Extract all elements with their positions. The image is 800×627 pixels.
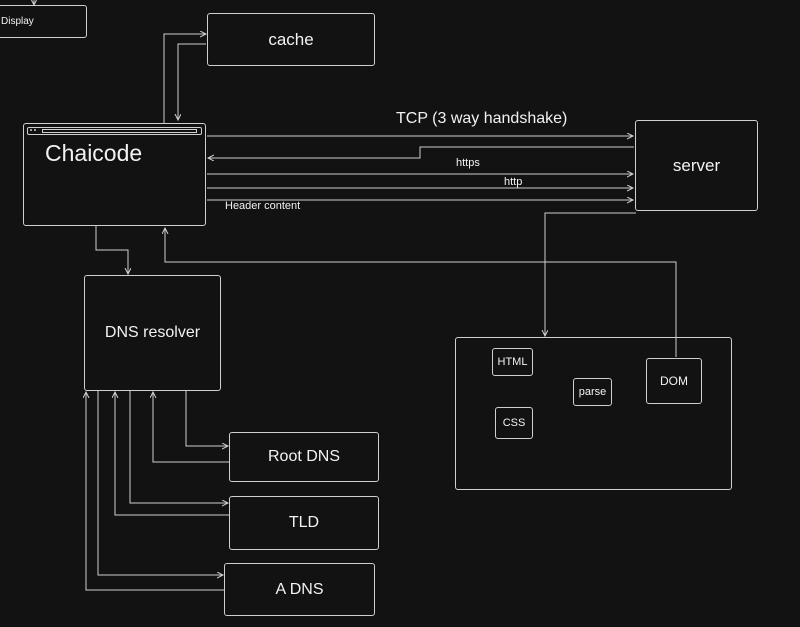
a-dns-label: A DNS [275, 580, 324, 598]
server-response-edge [208, 146, 634, 158]
cache-node: cache [207, 13, 375, 66]
tld-label: TLD [288, 514, 320, 531]
browser-to-dns-edge [95, 226, 128, 274]
render-container: HTML CSS parse DOM [455, 337, 732, 490]
css-label: CSS [502, 417, 526, 429]
parse-node: parse [573, 378, 612, 406]
root-dns-label: Root DNS [267, 448, 341, 465]
browser-titlebar [27, 127, 202, 135]
display-label: Display [1, 16, 34, 27]
window-dot-icon [34, 129, 36, 131]
tcp-edge-label: TCP (3 way handshake) [396, 110, 568, 127]
css-node: CSS [495, 407, 533, 439]
tld-to-dns-edge [115, 392, 230, 516]
a-dns-node: A DNS [224, 563, 375, 616]
server-label: server [672, 155, 721, 175]
dns-resolver-label: DNS resolver [104, 324, 201, 341]
dom-node: DOM [646, 358, 702, 404]
display-node: Display [0, 5, 87, 38]
browser-label: Chaicode [45, 140, 143, 166]
adns-to-dns-edge [86, 392, 225, 591]
dns-to-adns-edge [97, 391, 223, 575]
cache-to-browser-edge [178, 43, 206, 120]
server-to-render-edge [545, 212, 636, 336]
tld-node: TLD [229, 496, 379, 550]
root-to-dns-edge [153, 392, 230, 463]
browser-node: Chaicode [23, 123, 206, 226]
cache-label: cache [268, 29, 314, 49]
parse-label: parse [578, 386, 607, 398]
dom-to-browser-edge [165, 228, 677, 357]
dom-label: DOM [660, 374, 688, 388]
dns-to-root-edge [185, 391, 228, 446]
server-node: server [635, 120, 758, 211]
http-edge-label: http [504, 176, 523, 188]
address-bar [42, 129, 197, 133]
html-label: HTML [497, 356, 528, 368]
window-dot-icon [30, 129, 32, 131]
dns-to-tld-edge [129, 391, 228, 503]
https-edge-label: https [456, 157, 480, 169]
dns-resolver-node: DNS resolver [84, 275, 221, 391]
header-edge-label: Header content [225, 200, 301, 212]
browser-to-cache-edge [163, 34, 206, 124]
html-node: HTML [492, 348, 533, 376]
root-dns-node: Root DNS [229, 432, 379, 482]
